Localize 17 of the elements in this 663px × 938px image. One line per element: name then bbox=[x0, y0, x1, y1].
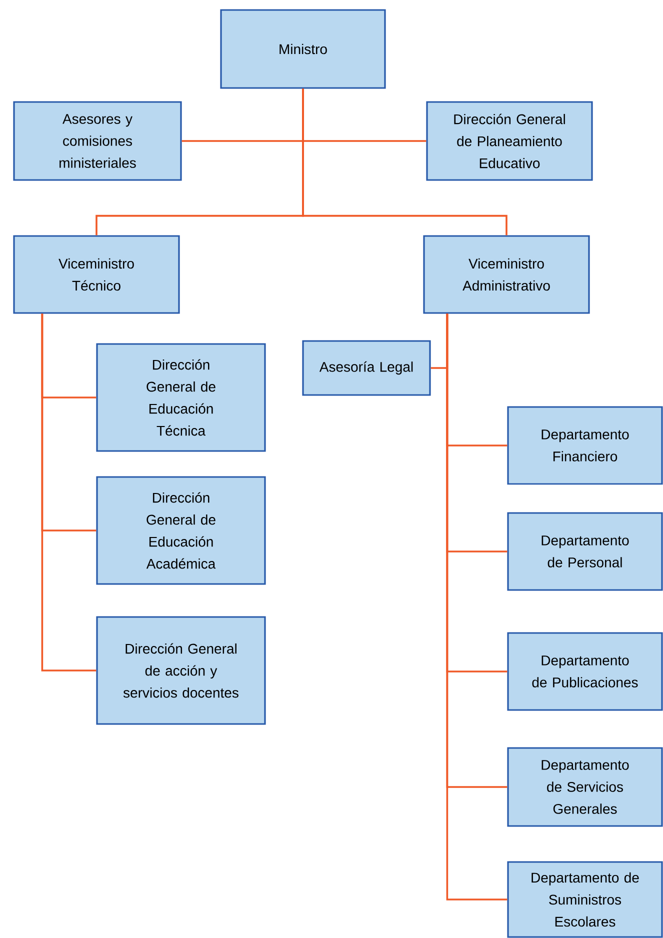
org-box: Departamento de Suministros Escolares bbox=[507, 861, 663, 938]
connector-line bbox=[446, 314, 508, 900]
org-box: Dirección General de Educación Académica bbox=[96, 476, 266, 585]
org-box: Dirección General de Educación Técnica bbox=[96, 343, 266, 452]
org-box: Viceministro Técnico bbox=[13, 235, 180, 314]
org-box: Departamento Financiero bbox=[507, 406, 663, 485]
org-box: Dirección General de acción y servicios docentes bbox=[96, 616, 266, 725]
org-box: Departamento de Publicaciones bbox=[507, 632, 663, 711]
org-box: Asesoría Legal bbox=[302, 340, 431, 396]
org-box: Departamento de Servicios Generales bbox=[507, 747, 663, 827]
org-box: Departamento de Personal bbox=[507, 512, 663, 591]
org-box: Asesores y comisiones ministeriales bbox=[13, 101, 182, 181]
org-box: Viceministro Administrativo bbox=[423, 235, 590, 314]
org-box: Ministro bbox=[220, 9, 386, 89]
connector-line bbox=[302, 88, 508, 236]
org-box: Dirección General de Planeamiento Educativo bbox=[426, 101, 593, 181]
connector-line bbox=[41, 314, 96, 672]
